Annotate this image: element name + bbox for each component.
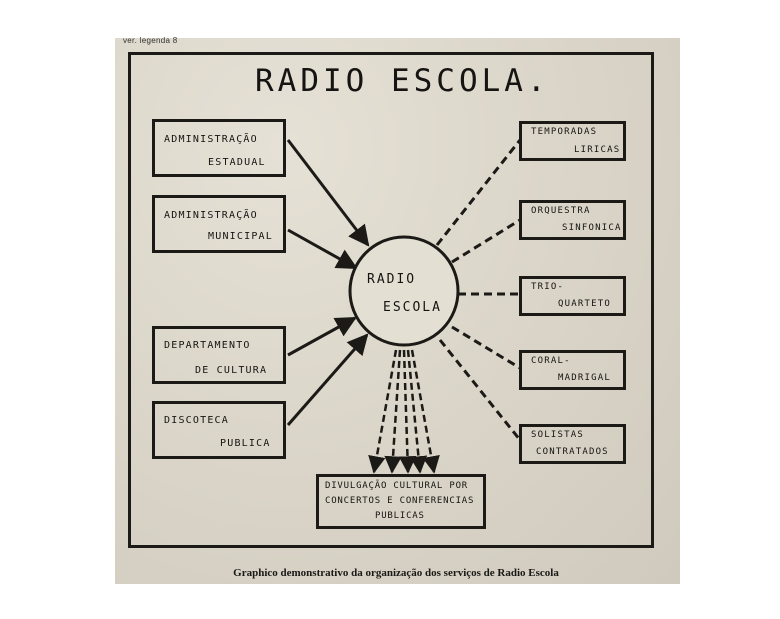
box-line: ADMINISTRAÇÃO — [164, 134, 258, 145]
link-down-3 — [398, 349, 417, 474]
box-line: DISCOTECA — [164, 415, 229, 426]
arrow-estadual — [286, 139, 370, 247]
box-line: PUBLICA — [220, 438, 271, 449]
box-administracao-municipal: ADMINISTRAÇÃO MUNICIPAL — [152, 195, 286, 253]
box-orquestra-sinfonica: ORQUESTRA SINFONICA — [519, 200, 626, 240]
link-coral — [451, 325, 521, 370]
arrow-cultura — [287, 316, 357, 357]
link-down-4 — [406, 349, 428, 474]
box-coral-madrigal: CORAL- MADRIGAL — [519, 350, 626, 390]
diagram-frame — [128, 52, 654, 548]
hub-label-line2: ESCOLA — [383, 300, 442, 315]
header-note: ver. legenda 8 — [123, 36, 178, 45]
link-down-2 — [384, 349, 402, 474]
diagram-title: RADIO ESCOLA. — [255, 63, 550, 99]
hub-label-line1: RADIO — [367, 272, 417, 287]
link-orquestra — [451, 218, 521, 264]
box-line: ADMINISTRAÇÃO — [164, 210, 258, 221]
box-line: CORAL- — [531, 356, 571, 366]
arrow-discoteca — [286, 333, 369, 426]
box-line: LIRICAS — [574, 145, 621, 155]
box-line: DEPARTAMENTO — [164, 340, 251, 351]
box-line: PUBLICAS — [375, 511, 425, 521]
box-temporadas-liricas: TEMPORADAS LIRICAS — [519, 121, 626, 161]
link-down-5 — [410, 349, 440, 474]
box-line: MADRIGAL — [558, 373, 611, 383]
arrow-municipal — [287, 228, 358, 270]
link-temporadas — [435, 139, 522, 246]
figure-caption: Graphico demonstrativo da organização do… — [233, 567, 559, 579]
box-line: CONTRATADOS — [536, 447, 609, 457]
box-line: CONCERTOS E CONFERENCIAS — [325, 496, 475, 506]
box-line: SINFONICA — [562, 223, 622, 233]
box-line: QUARTETO — [558, 299, 611, 309]
box-solistas-contratados: SOLISTAS CONTRATADOS — [519, 424, 626, 464]
box-line: DIVULGAÇÃO CULTURAL POR — [325, 481, 469, 491]
box-line: ESTADUAL — [208, 157, 266, 168]
hub-circle — [348, 235, 460, 347]
box-line: TRIO- — [531, 282, 565, 292]
box-line: MUNICIPAL — [208, 231, 273, 242]
box-administracao-estadual: ADMINISTRAÇÃO ESTADUAL — [152, 119, 286, 177]
box-line: TEMPORADAS — [531, 127, 598, 137]
box-divulgacao-cultural: DIVULGAÇÃO CULTURAL POR CONCERTOS E CONF… — [316, 474, 486, 529]
box-line: SOLISTAS — [531, 430, 584, 440]
box-line: DE CULTURA — [195, 365, 268, 376]
box-discoteca-publica: DISCOTECA PUBLICA — [152, 401, 286, 459]
link-down-1 — [368, 349, 398, 474]
box-trio-quarteto: TRIO- QUARTETO — [519, 276, 626, 316]
box-line: ORQUESTRA — [531, 206, 591, 216]
box-departamento-cultura: DEPARTAMENTO DE CULTURA — [152, 326, 286, 384]
link-solistas — [438, 339, 522, 441]
